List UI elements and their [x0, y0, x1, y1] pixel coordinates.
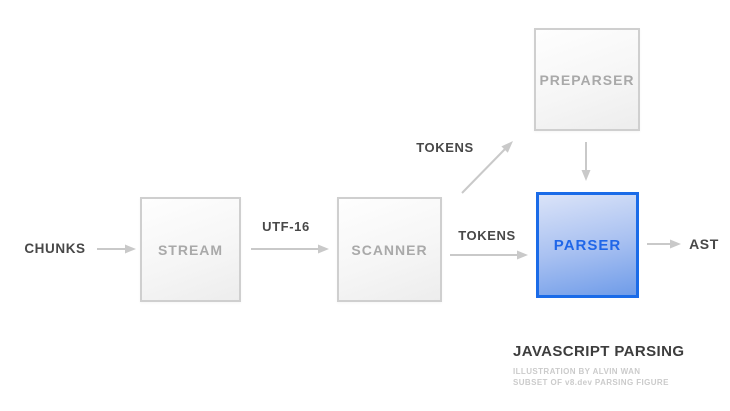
node-parser: PARSER	[536, 192, 639, 298]
node-preparser: PREPARSER	[534, 28, 640, 131]
arrow-stream-to-scanner	[251, 244, 329, 254]
credit-line-1: ILLUSTRATION BY ALVIN WAN	[513, 367, 641, 376]
arrow-scanner-to-parser	[450, 250, 528, 260]
node-scanner-label: SCANNER	[351, 241, 428, 258]
node-preparser-label: PREPARSER	[539, 71, 635, 88]
label-ast: AST	[689, 236, 719, 252]
label-utf16: UTF-16	[262, 219, 310, 234]
node-stream-label: STREAM	[157, 241, 224, 258]
credit-line-2: SUBSET OF v8.dev PARSING FIGURE	[513, 378, 669, 387]
arrow-parser-to-ast	[647, 239, 681, 249]
label-chunks: CHUNKS	[24, 241, 86, 256]
node-parser-label: PARSER	[553, 236, 622, 254]
arrow-preparser-to-parser	[581, 142, 591, 181]
diagram-caption: JAVASCRIPT PARSING	[513, 343, 685, 360]
label-tokens-to-preparser: TOKENS	[416, 140, 474, 155]
label-tokens-to-parser: TOKENS	[458, 228, 516, 243]
node-scanner: SCANNER	[337, 197, 442, 302]
diagram-credits: ILLUSTRATION BY ALVIN WAN SUBSET OF v8.d…	[513, 366, 669, 388]
node-stream: STREAM	[140, 197, 241, 302]
arrow-chunks-to-stream	[97, 244, 136, 254]
